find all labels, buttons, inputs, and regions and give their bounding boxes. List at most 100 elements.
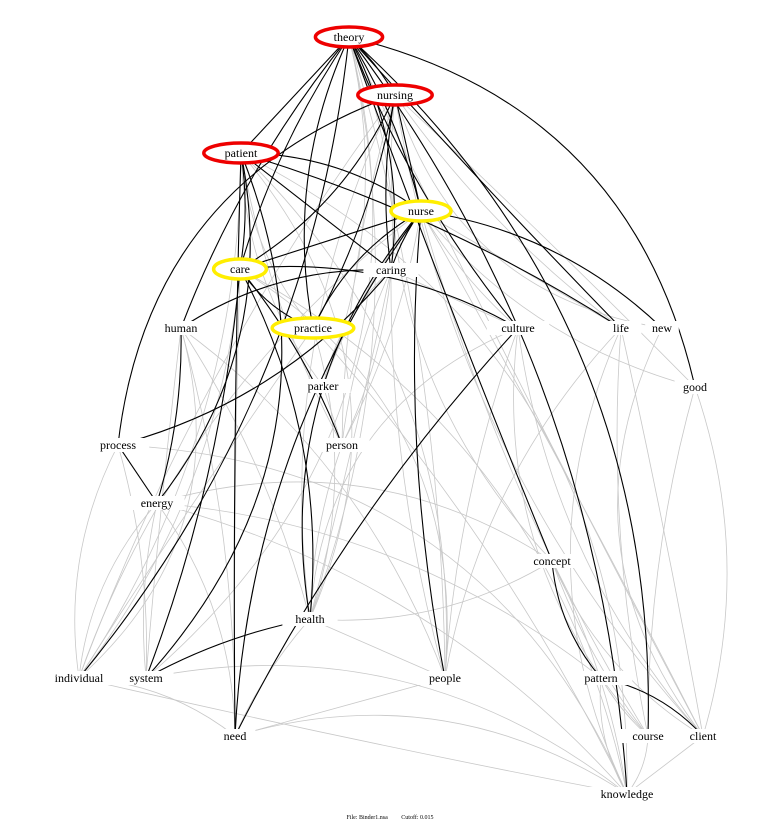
node-health-bg [282, 612, 338, 626]
node-client-label: client [690, 729, 717, 743]
node-client[interactable]: client [675, 729, 731, 743]
edge-new-client [617, 327, 704, 737]
node-caring[interactable]: caring [363, 263, 419, 277]
edge-parker-person [322, 385, 343, 446]
node-care[interactable]: care [211, 257, 269, 281]
edge-human-energy [156, 327, 182, 504]
edge-concept-health [309, 560, 553, 621]
edge-care-health [239, 268, 314, 620]
node-practice-label: practice [294, 321, 332, 335]
node-need-label: need [224, 729, 247, 743]
edge-nurse-culture [420, 210, 519, 329]
edge-nursing-nurse [394, 94, 422, 212]
node-system[interactable]: system [118, 671, 174, 685]
footer-file: File: Binder1.nsa [346, 815, 388, 821]
edge-nursing-person [341, 94, 396, 446]
node-course[interactable]: course [620, 729, 676, 743]
edge-patient-person [240, 152, 343, 446]
node-theory[interactable]: theory [313, 25, 385, 49]
node-human-bg [157, 321, 205, 335]
node-theory-ellipse [313, 25, 385, 49]
node-new-bg [645, 321, 679, 335]
node-knowledge[interactable]: knowledge [588, 787, 666, 801]
edge-energy-concept [156, 481, 553, 562]
node-life-label: life [613, 321, 629, 335]
edge-nurse-course [420, 210, 649, 737]
node-care-ellipse [211, 257, 269, 281]
node-practice[interactable]: practice [270, 316, 356, 340]
node-patient[interactable]: patient [202, 141, 280, 165]
node-human-label: human [165, 321, 198, 335]
node-caring-bg [363, 263, 419, 277]
edge-nursing-process [117, 94, 396, 446]
edge-individual-need [78, 677, 236, 737]
node-pattern[interactable]: pattern [569, 671, 633, 685]
edge-system-knowledge [145, 665, 628, 795]
edge-nurse-person [341, 210, 422, 446]
edge-human-health [180, 327, 311, 620]
edge-practice-individual [78, 327, 314, 679]
edge-patient-system [145, 152, 283, 679]
edge-life-client [620, 327, 704, 737]
node-individual[interactable]: individual [37, 671, 121, 685]
edge-nursing-life [394, 94, 622, 329]
edge-patient-individual [78, 152, 242, 679]
node-course-label: course [632, 729, 663, 743]
edge-theory-patient [240, 36, 350, 154]
node-new-label: new [652, 321, 672, 335]
node-process-label: process [100, 438, 136, 452]
edge-energy-individual [78, 502, 158, 679]
edge-client-knowledge [626, 735, 704, 795]
node-parker[interactable]: parker [295, 379, 351, 393]
node-care-label: care [230, 262, 250, 276]
node-energy-bg [129, 496, 185, 510]
edge-energy-pattern [156, 502, 602, 679]
node-human[interactable]: human [157, 321, 205, 335]
edge-people-need [234, 677, 446, 737]
node-parker-label: parker [308, 379, 339, 393]
edge-theory-client [348, 36, 704, 737]
edge-patient-life [240, 152, 622, 329]
edge-patient-people [240, 152, 447, 679]
node-good-bg [674, 380, 716, 394]
edge-care-person [239, 268, 343, 446]
edge-caring-person [341, 269, 392, 446]
edge-patient-energy [156, 152, 251, 504]
node-person[interactable]: person [314, 438, 370, 452]
node-nursing-label: nursing [377, 88, 413, 102]
node-good[interactable]: good [674, 380, 716, 394]
node-life[interactable]: life [600, 321, 642, 335]
node-individual-label: individual [55, 671, 104, 685]
edge-good-course [647, 386, 696, 737]
node-concept-label: concept [533, 554, 571, 568]
edge-human-people [180, 327, 446, 679]
edge-pattern-knowledge [599, 677, 628, 795]
node-energy-label: energy [141, 496, 173, 510]
edge-patient-care [239, 152, 246, 270]
edge-nurse-need [234, 210, 422, 737]
edge-process-system [117, 444, 147, 679]
node-concept[interactable]: concept [520, 554, 584, 568]
edge-nursing-caring [385, 94, 396, 271]
edge-theory-life [348, 36, 622, 329]
edge-process-individual [74, 444, 119, 679]
edge-theory-caring [348, 36, 396, 271]
node-course-bg [620, 729, 676, 743]
node-culture[interactable]: culture [486, 321, 550, 335]
edge-nursing-care [239, 94, 396, 270]
edge-concept-pattern [551, 560, 602, 679]
node-need[interactable]: need [214, 729, 256, 743]
node-culture-label: culture [501, 321, 534, 335]
node-health[interactable]: health [282, 612, 338, 626]
edge-process-knowledge [117, 444, 628, 795]
node-nurse[interactable]: nurse [389, 199, 453, 223]
node-process[interactable]: process [86, 438, 150, 452]
node-people[interactable]: people [417, 671, 473, 685]
node-people-label: people [429, 671, 461, 685]
node-energy[interactable]: energy [129, 496, 185, 510]
node-nursing[interactable]: nursing [356, 83, 434, 107]
node-new[interactable]: new [645, 321, 679, 335]
edge-nurse-good [420, 210, 696, 388]
edge-concept-course [551, 560, 649, 737]
